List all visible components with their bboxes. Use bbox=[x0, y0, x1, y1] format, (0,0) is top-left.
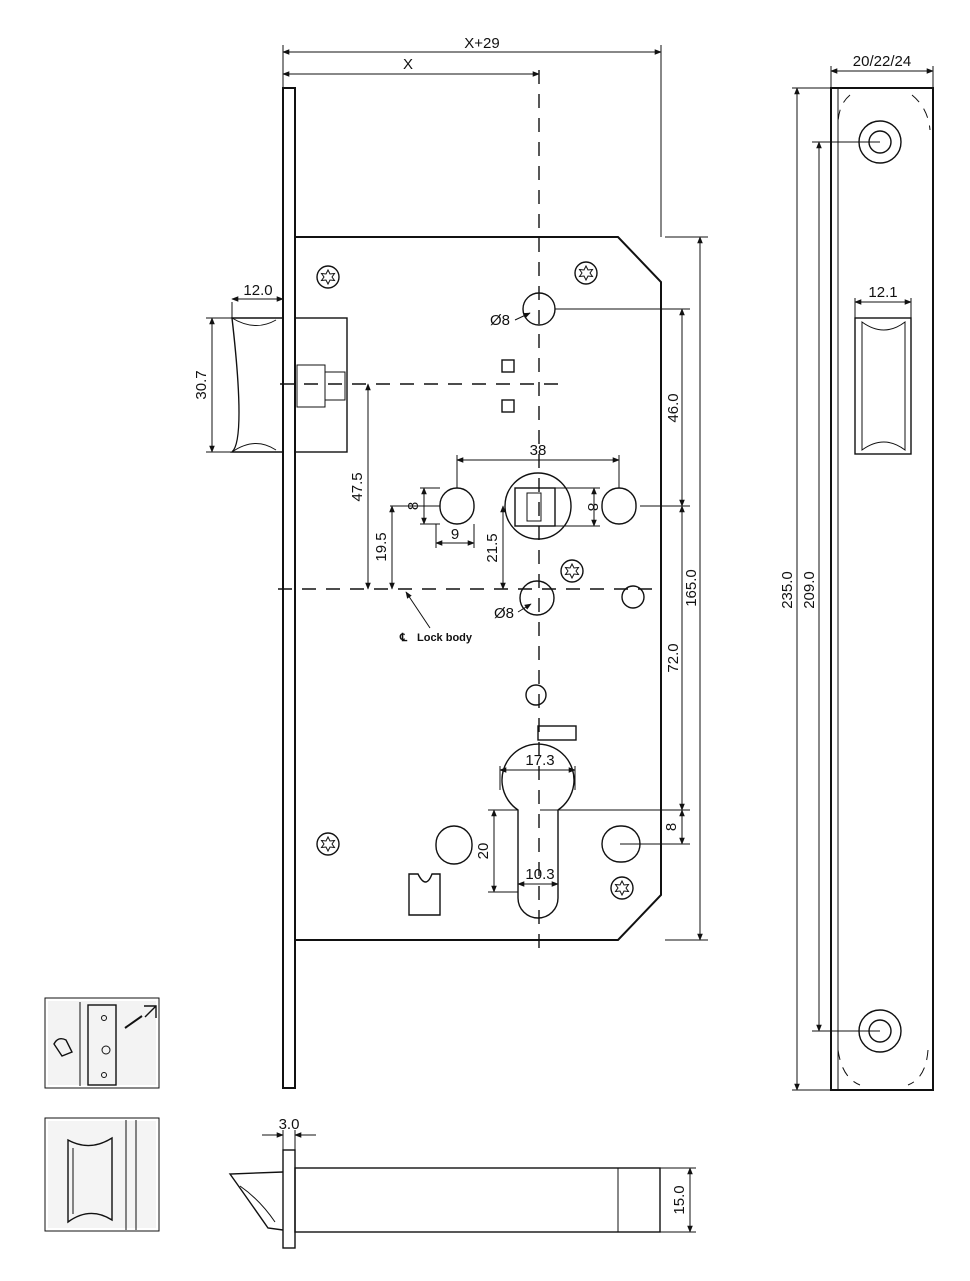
dimension-8-left: 8 bbox=[405, 487, 440, 525]
screw-icon bbox=[316, 265, 340, 289]
dimension-latch-width: 12.0 bbox=[231, 282, 284, 318]
svg-text:10.3: 10.3 bbox=[525, 866, 554, 883]
screw-icon bbox=[574, 261, 598, 285]
dimension-faceplate-width: 20/22/24 bbox=[830, 53, 934, 88]
svg-text:21.5: 21.5 bbox=[484, 533, 501, 562]
dimension-72: 72.0 bbox=[665, 505, 685, 811]
svg-text:19.5: 19.5 bbox=[373, 532, 390, 561]
svg-text:38: 38 bbox=[530, 442, 547, 459]
dimension-235: 235.0 bbox=[779, 87, 831, 1091]
svg-text:20/22/24: 20/22/24 bbox=[853, 53, 911, 70]
centerlines bbox=[278, 70, 660, 955]
svg-text:8: 8 bbox=[584, 503, 601, 511]
dimension-15: 15.0 bbox=[660, 1167, 696, 1233]
faceplate-side-view bbox=[830, 87, 934, 1091]
svg-text:17.3: 17.3 bbox=[525, 752, 554, 769]
svg-text:X: X bbox=[403, 56, 413, 73]
svg-text:165.0: 165.0 bbox=[683, 569, 700, 607]
centerline-label: ℄ Lock body bbox=[399, 591, 473, 644]
dimension-21-5: 21.5 bbox=[484, 505, 506, 590]
installation-thumbnail bbox=[44, 997, 160, 1089]
svg-text:8: 8 bbox=[663, 823, 680, 831]
svg-text:46.0: 46.0 bbox=[665, 393, 682, 422]
dimension-9: 9 bbox=[435, 524, 475, 548]
dimension-3: 3.0 bbox=[262, 1116, 316, 1150]
svg-text:72.0: 72.0 bbox=[665, 643, 682, 672]
dimension-165: 165.0 bbox=[665, 236, 708, 941]
latch-bottom-view bbox=[228, 1149, 661, 1249]
dimension-latch-height: 30.7 bbox=[193, 317, 232, 453]
svg-text:47.5: 47.5 bbox=[349, 472, 366, 501]
dimension-17-3: 17.3 bbox=[499, 752, 576, 790]
dimension-46: 46.0 bbox=[640, 308, 690, 507]
lock-body bbox=[295, 236, 662, 941]
dimension-hole-top: Ø8 bbox=[490, 308, 690, 329]
dimension-8-bottom: 8 bbox=[540, 809, 690, 845]
svg-text:30.7: 30.7 bbox=[193, 370, 210, 399]
svg-text:X+29: X+29 bbox=[464, 35, 499, 52]
svg-text:12.0: 12.0 bbox=[243, 282, 272, 299]
screw-icon bbox=[316, 832, 340, 856]
dimension-8-right: 8 bbox=[555, 487, 601, 527]
screw-icon bbox=[560, 559, 584, 583]
dimension-47-5: 47.5 bbox=[349, 383, 371, 590]
svg-text:3.0: 3.0 bbox=[279, 1116, 300, 1133]
dimension-keeper-latch: 12.1 bbox=[854, 284, 912, 318]
svg-text:9: 9 bbox=[451, 526, 459, 543]
svg-text:20: 20 bbox=[475, 843, 492, 860]
dimension-10-3: 10.3 bbox=[517, 866, 559, 887]
svg-text:Lock body: Lock body bbox=[417, 632, 473, 644]
dimension-hole-bottom: Ø8 bbox=[494, 603, 532, 622]
svg-text:235.0: 235.0 bbox=[779, 571, 796, 609]
dimension-20: 20 bbox=[475, 809, 518, 893]
dimension-19-5: 19.5 bbox=[373, 505, 440, 590]
dimension-x-plus-29: X+29 bbox=[282, 35, 662, 237]
lock-holes bbox=[408, 292, 645, 919]
dimension-38: 38 bbox=[456, 442, 620, 488]
latch-closeup-thumbnail bbox=[44, 1117, 160, 1232]
svg-text:8: 8 bbox=[405, 502, 422, 510]
screw-icon bbox=[610, 876, 634, 900]
dimension-x: X bbox=[282, 56, 540, 77]
forend-plate bbox=[282, 87, 296, 1089]
svg-text:℄: ℄ bbox=[399, 632, 408, 644]
svg-text:Ø8: Ø8 bbox=[490, 312, 510, 329]
svg-text:15.0: 15.0 bbox=[671, 1185, 688, 1214]
dimension-209: 209.0 bbox=[801, 141, 880, 1032]
latch-bolt bbox=[230, 317, 348, 453]
svg-text:Ø8: Ø8 bbox=[494, 605, 514, 622]
svg-text:12.1: 12.1 bbox=[868, 284, 897, 301]
svg-text:209.0: 209.0 bbox=[801, 571, 818, 609]
